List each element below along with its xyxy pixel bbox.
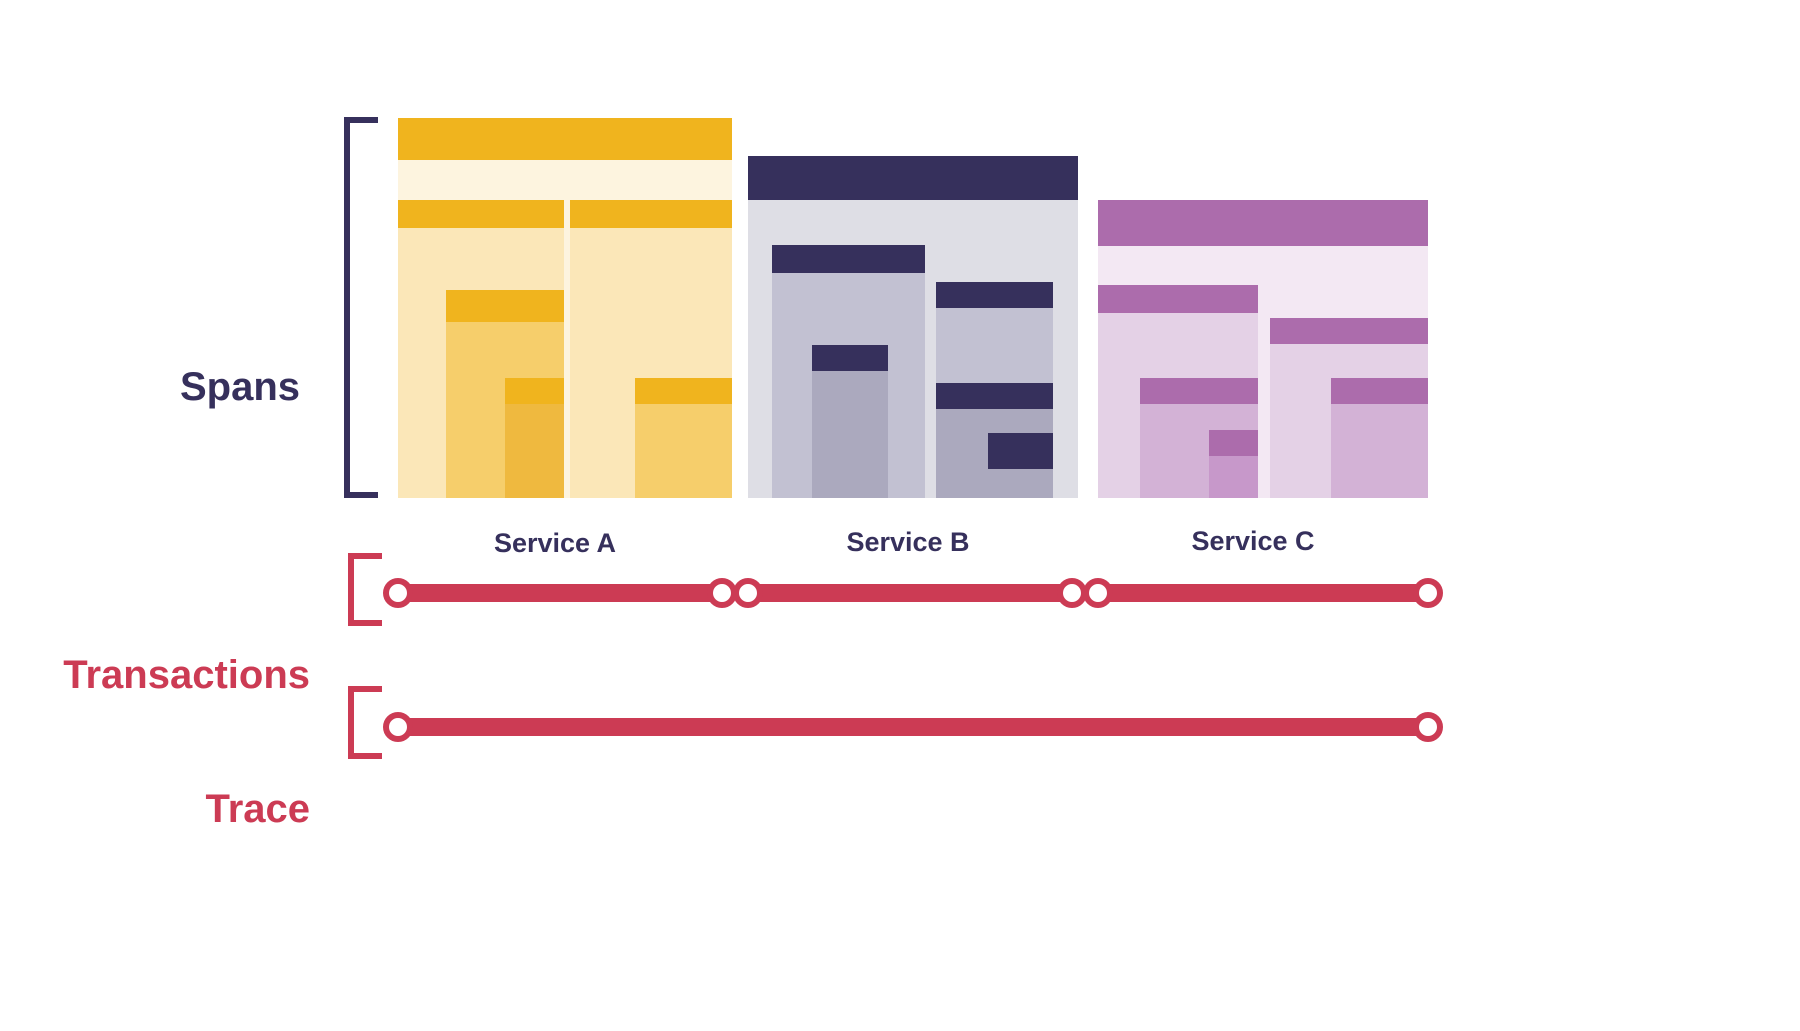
span-head-B6 [988,433,1053,469]
span-head-B3 [936,282,1053,308]
span-rect-B4[interactable] [812,345,888,498]
transaction-endpoint-start-2[interactable] [733,578,763,608]
trace-endpoint-end-1[interactable] [1413,712,1443,742]
span-rect-A6[interactable] [635,378,732,498]
spans-area [398,118,1428,498]
span-head-A1 [398,118,732,160]
span-head-B4 [812,345,888,371]
service-group-3 [1098,200,1428,498]
transaction-endpoint-start-1[interactable] [383,578,413,608]
span-head-C6 [1209,430,1258,456]
bracket-bottom-arm [348,620,382,626]
trace-bracket [348,686,382,759]
trace-segment-1[interactable] [398,718,1428,736]
transactions-bracket [348,553,382,626]
bracket-vertical-line [344,117,350,498]
span-rect-A5[interactable] [505,378,564,498]
service-label-3: Service C [1191,526,1315,556]
service-group-2 [748,156,1078,498]
span-rect-C5[interactable] [1331,378,1428,498]
transaction-segment-2[interactable] [748,584,1072,602]
span-head-A6 [635,378,732,404]
span-rect-B6[interactable] [988,433,1053,498]
bracket-top-arm [348,686,382,692]
span-head-C2 [1098,285,1258,313]
span-head-B2 [772,245,925,273]
trace-endpoint-start-1[interactable] [383,712,413,742]
span-head-A5 [505,378,564,404]
span-head-B1 [748,156,1078,200]
transaction-endpoint-end-3[interactable] [1413,578,1443,608]
transaction-segment-1[interactable] [398,584,722,602]
transactions-row-label: Transactions [63,653,310,697]
bracket-bottom-arm [344,492,378,498]
span-head-C3 [1270,318,1428,344]
span-head-C4 [1140,378,1258,404]
span-head-A4 [446,290,564,322]
bracket-vertical-line [348,553,354,626]
span-head-A2 [398,200,564,228]
trace-row-label: Trace [205,787,310,831]
span-head-C1 [1098,200,1428,246]
span-rect-C6[interactable] [1209,430,1258,498]
bracket-bottom-arm [348,753,382,759]
bracket-top-arm [348,553,382,559]
bracket-vertical-line [348,686,354,759]
transaction-endpoint-start-3[interactable] [1083,578,1113,608]
spans-bracket [344,117,378,498]
bracket-top-arm [344,117,378,123]
spans-row-label: Spans [179,365,300,409]
span-head-C5 [1331,378,1428,404]
service-label-1: Service A [493,528,617,558]
span-head-A3 [570,200,732,228]
service-label-2: Service B [846,527,970,557]
transaction-segment-3[interactable] [1098,584,1428,602]
service-group-1 [398,118,732,498]
span-head-B5 [936,383,1053,409]
